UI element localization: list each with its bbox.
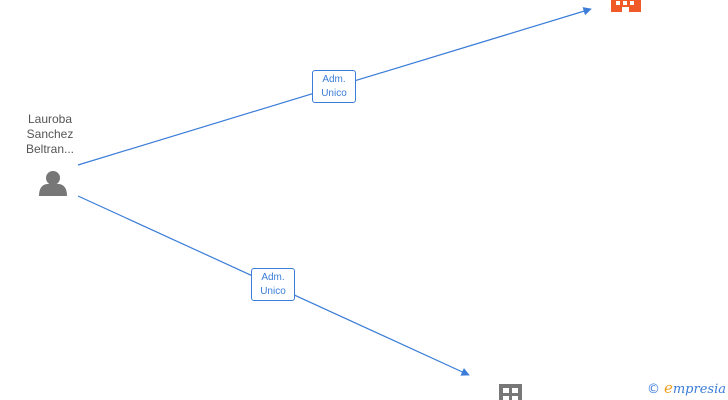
person-name-line: Beltran... [25,142,75,156]
copyright-icon: © [646,382,660,397]
brand-logo: ©empresia [647,379,726,397]
person-icon[interactable] [39,171,67,196]
relation-label-line: Adm. [322,74,346,85]
relation-label-line: Unico [321,88,347,99]
building-icon[interactable] [611,0,641,12]
relation-label-line: Unico [260,286,286,297]
relation-label-line: Adm. [261,272,285,283]
person-name-line: Lauroba [27,112,73,126]
brand-name: mpresia [672,382,726,397]
brand-initial: e [663,379,673,397]
person-name[interactable]: Lauroba Sanchez Beltran... [10,112,90,157]
building-icon[interactable] [499,384,522,400]
person-name-line: Sanchez [26,127,74,141]
relation-label: Adm. Unico [312,70,356,103]
relation-label: Adm. Unico [251,268,295,301]
